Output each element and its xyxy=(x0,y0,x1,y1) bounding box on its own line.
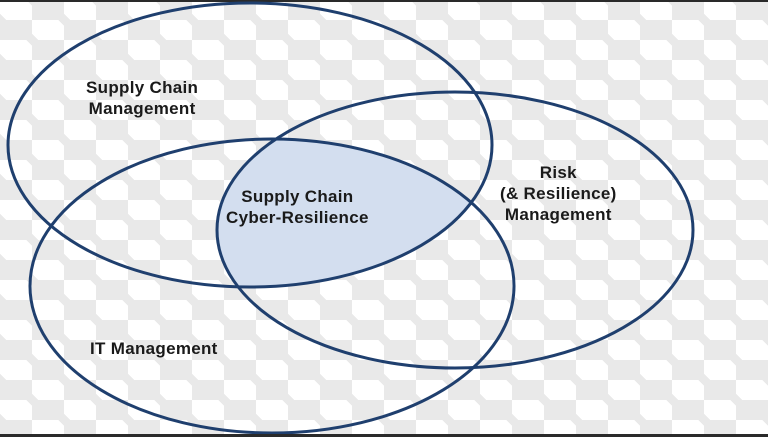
it-label-line1: IT Management xyxy=(90,339,218,358)
intersection-label: Supply Chain Cyber-Resilience xyxy=(226,186,369,228)
intersection-label-line2: Cyber-Resilience xyxy=(226,208,369,227)
scm-label-line1: Supply Chain xyxy=(86,78,199,97)
scm-circle xyxy=(6,1,494,289)
risk-label-line1: Risk xyxy=(539,163,577,182)
risk-label-line3: Management xyxy=(504,205,612,224)
top-border xyxy=(0,0,768,2)
bottom-border xyxy=(0,434,768,437)
it-circle xyxy=(28,137,516,435)
risk-label: Risk (& Resilience) Management xyxy=(500,162,617,225)
risk-circle xyxy=(215,90,695,370)
it-label: IT Management xyxy=(90,338,218,359)
scm-label: Supply Chain Management xyxy=(86,77,198,119)
intersection-label-line1: Supply Chain xyxy=(241,187,354,206)
scm-label-line2: Management xyxy=(88,99,196,118)
risk-label-line2: (& Resilience) xyxy=(500,184,617,203)
